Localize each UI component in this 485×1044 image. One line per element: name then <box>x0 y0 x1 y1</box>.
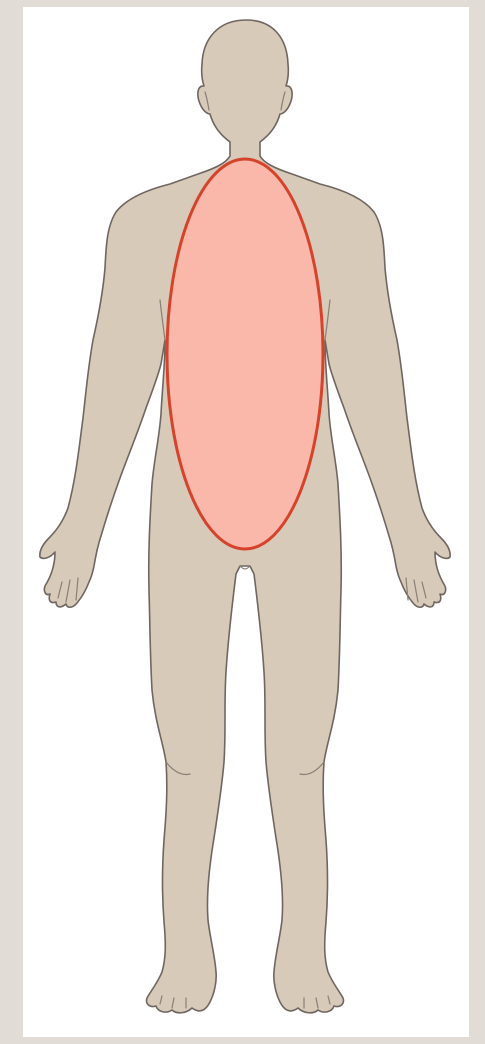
torso-highlight-ellipse <box>167 159 323 549</box>
